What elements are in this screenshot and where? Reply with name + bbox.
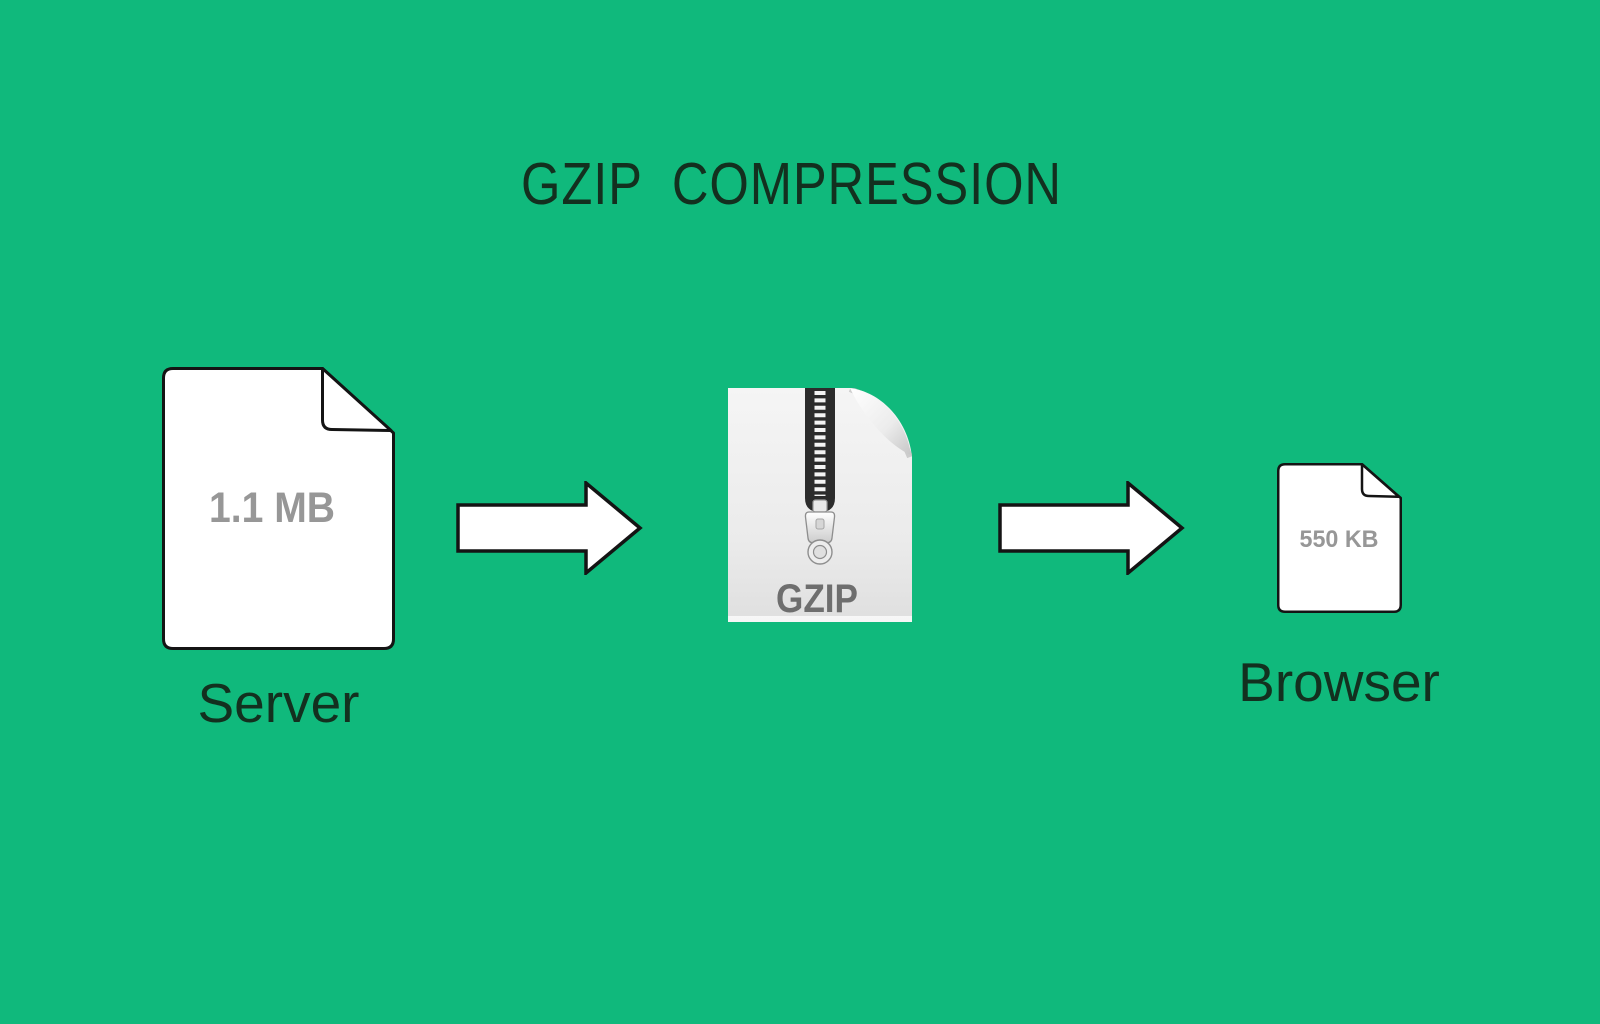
browser-file-size: 550 KB (1300, 526, 1379, 553)
diagram-title: GZIP COMPRESSION (0, 155, 1600, 214)
zip-page-bottom-highlight (728, 616, 912, 622)
diagram-title-text: GZIP COMPRESSION (520, 151, 1062, 217)
zipper-pull-ring-hole (812, 544, 828, 560)
arrow-right-icon (456, 481, 643, 575)
corner-curl-icon (850, 388, 911, 455)
browser-document-icon: 550 KB (1277, 463, 1402, 613)
server-file-size: 1.1 MB (209, 484, 335, 532)
arrow-right-shape (456, 481, 643, 575)
server-label: Server (197, 672, 360, 734)
zip-icon-label: GZIP (776, 577, 858, 621)
arrow-right-icon (998, 481, 1185, 575)
zipper-strip (805, 388, 835, 512)
arrow-right-shape (998, 481, 1185, 575)
document-page (1277, 463, 1402, 613)
browser-label: Browser (1238, 651, 1440, 713)
server-document-icon: 1.1 MB (162, 367, 395, 650)
zip-file-icon: GZIP (728, 388, 912, 622)
document-page (162, 367, 395, 650)
zipper-slider-slot (815, 518, 825, 530)
document-folded-corner (1360, 463, 1401, 499)
zipper-slider-bridge (812, 499, 828, 513)
document-folded-corner (321, 367, 393, 432)
